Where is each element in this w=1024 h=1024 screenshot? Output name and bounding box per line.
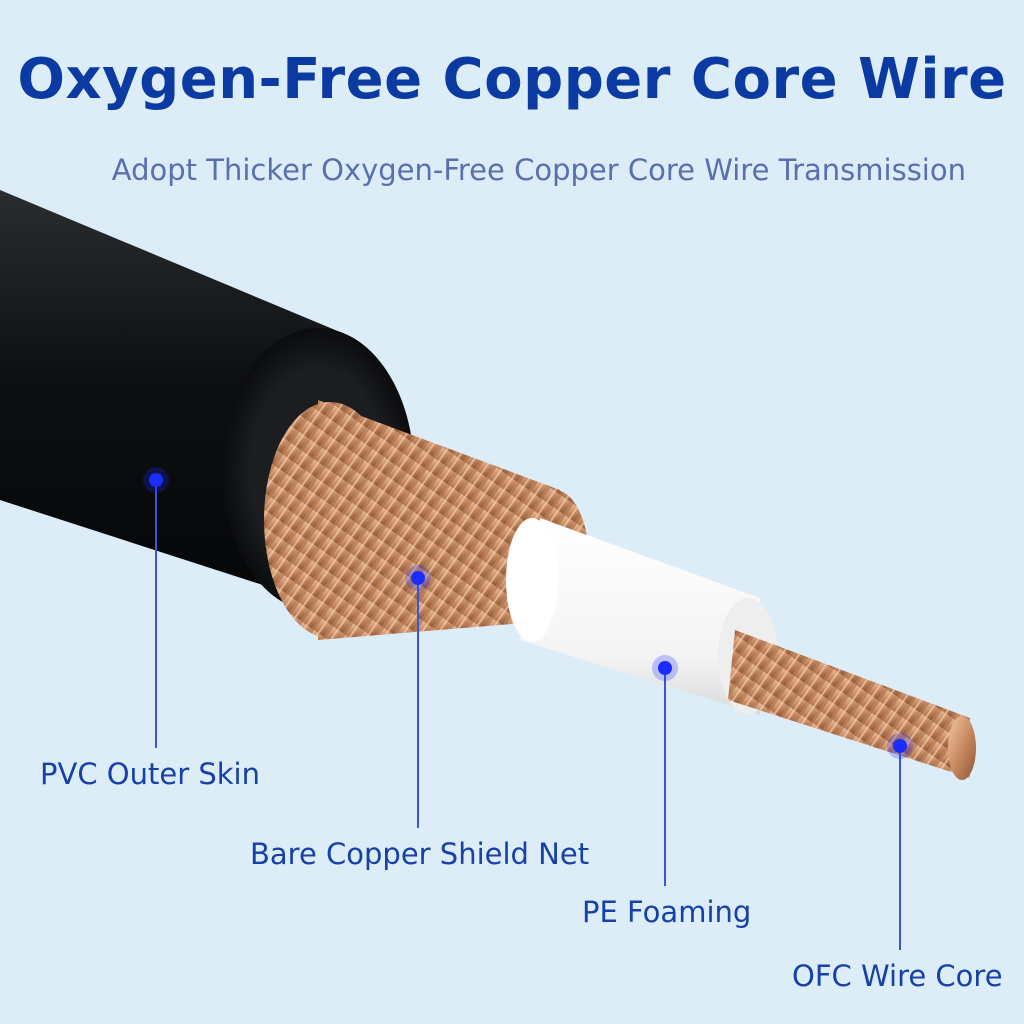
marker-dot xyxy=(658,661,672,675)
page-title: Oxygen-Free Copper Core Wire xyxy=(17,47,1007,112)
page-subtitle: Adopt Thicker Oxygen-Free Copper Core Wi… xyxy=(111,153,966,187)
marker-dot xyxy=(149,473,163,487)
callout-foam xyxy=(652,655,678,886)
label-ofc-wire-core: OFC Wire Core xyxy=(792,959,1003,993)
marker-dot xyxy=(893,739,907,753)
pe-foam-front xyxy=(506,518,558,642)
ofc-core xyxy=(728,630,970,778)
copper-shield-front xyxy=(264,402,396,638)
marker-dot xyxy=(411,571,425,585)
label-pe-foaming: PE Foaming xyxy=(582,895,752,929)
callout-core xyxy=(887,733,913,950)
ofc-core-tip xyxy=(948,716,976,780)
label-pvc-outer-skin: PVC Outer Skin xyxy=(40,757,260,791)
pe-foam xyxy=(520,518,760,715)
label-bare-copper-shield-net: Bare Copper Shield Net xyxy=(250,837,590,871)
callout-shield xyxy=(405,565,431,828)
callout-pvc xyxy=(143,467,169,748)
